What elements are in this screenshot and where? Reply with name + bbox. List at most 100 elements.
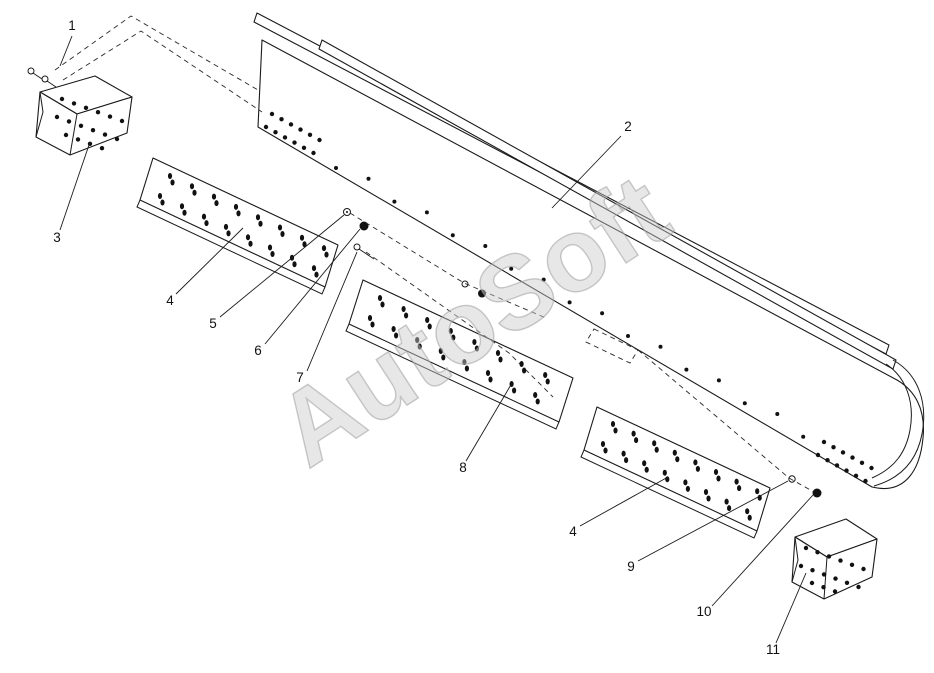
slot-hole bbox=[236, 210, 241, 217]
bolt-hole bbox=[798, 563, 804, 569]
slot-hole bbox=[600, 441, 606, 447]
slot-hole bbox=[675, 456, 680, 463]
part-label-2: 2 bbox=[624, 119, 632, 134]
slot-hole bbox=[160, 199, 165, 206]
bolt-head-icon bbox=[353, 243, 361, 251]
slot-hole bbox=[652, 440, 657, 447]
slot-hole bbox=[644, 466, 649, 473]
slot-hole bbox=[610, 421, 616, 427]
slot-hole bbox=[211, 193, 217, 200]
cutting-edge-left bbox=[136, 157, 339, 295]
bolt-hole bbox=[54, 114, 60, 120]
bolt-hole bbox=[317, 137, 322, 143]
slot-hole bbox=[734, 478, 739, 485]
leader-line-7 bbox=[306, 251, 358, 372]
slot-hole bbox=[380, 301, 385, 308]
bolt-hole bbox=[826, 554, 832, 559]
slot-hole bbox=[472, 339, 477, 345]
cutting-edge-center-thickness bbox=[345, 323, 560, 430]
bolt-hole bbox=[114, 136, 120, 142]
slot-hole bbox=[248, 240, 253, 247]
end-bit-right bbox=[791, 518, 878, 600]
washer-icon bbox=[343, 208, 351, 216]
slot-hole bbox=[245, 234, 251, 241]
slot-hole bbox=[299, 234, 305, 241]
slot-hole bbox=[182, 209, 187, 216]
slot-hole bbox=[737, 485, 742, 492]
slot-hole bbox=[519, 361, 524, 367]
washer-icon bbox=[788, 475, 796, 483]
slot-hole bbox=[495, 350, 501, 356]
slot-hole bbox=[270, 251, 275, 257]
cutting-edge-right bbox=[580, 406, 771, 539]
slot-hole bbox=[226, 230, 231, 237]
leader-line-9 bbox=[637, 480, 789, 562]
bolt-hole bbox=[716, 378, 721, 383]
bolt-shank bbox=[46, 80, 57, 88]
part-label-6: 6 bbox=[254, 343, 262, 358]
slot-hole bbox=[522, 367, 527, 374]
assembly-line bbox=[54, 15, 259, 91]
slot-hole bbox=[370, 321, 375, 328]
slot-hole bbox=[448, 328, 453, 334]
slot-hole bbox=[727, 505, 732, 512]
assembly-line bbox=[637, 349, 815, 493]
slot-hole bbox=[685, 485, 691, 492]
bolt-hole bbox=[844, 580, 850, 585]
part-label-4-right: 4 bbox=[569, 524, 577, 539]
slot-hole bbox=[713, 469, 719, 475]
bolt-hole bbox=[424, 210, 429, 215]
slot-hole bbox=[417, 343, 422, 350]
slot-hole bbox=[404, 312, 409, 319]
slot-hole bbox=[642, 460, 647, 467]
slot-hole bbox=[258, 220, 263, 227]
bolt-hole bbox=[600, 311, 605, 316]
slot-hole bbox=[415, 337, 420, 343]
slot-hole bbox=[391, 326, 396, 332]
slot-hole bbox=[324, 251, 329, 258]
bolt-hole bbox=[83, 105, 89, 111]
bolt-hole bbox=[567, 300, 572, 305]
bolt-hole bbox=[119, 118, 125, 124]
slot-hole bbox=[223, 223, 229, 230]
slot-hole bbox=[441, 354, 446, 361]
assembly-hole-box bbox=[585, 328, 639, 364]
part-label-11: 11 bbox=[766, 642, 780, 657]
bolt-hole bbox=[269, 111, 275, 117]
nut-icon bbox=[812, 488, 822, 498]
leader-line-4-left bbox=[175, 227, 244, 295]
bolt-hole bbox=[95, 110, 101, 115]
bolt-hole bbox=[263, 124, 269, 130]
slot-hole bbox=[189, 183, 195, 190]
part-label-8: 8 bbox=[459, 460, 467, 475]
slot-hole bbox=[204, 220, 209, 227]
bolt-hole bbox=[107, 114, 113, 119]
moldboard-blade bbox=[253, 12, 925, 489]
bolt-holes-layer bbox=[54, 96, 874, 594]
leader-line-1 bbox=[59, 35, 73, 67]
bolt-hole bbox=[810, 568, 815, 573]
bolt-set-1 bbox=[27, 67, 57, 88]
bolt-hole bbox=[658, 344, 663, 349]
slot-hole bbox=[321, 245, 327, 252]
bolt-hole bbox=[863, 478, 868, 484]
part-label-7: 7 bbox=[296, 370, 304, 385]
slot-hole bbox=[201, 213, 207, 220]
bolt-hole bbox=[821, 572, 827, 577]
slot-hole bbox=[755, 488, 760, 495]
part-label-3: 3 bbox=[53, 230, 61, 245]
slot-hole bbox=[716, 475, 721, 482]
bolt-hole bbox=[392, 199, 397, 204]
hardware-5-washer bbox=[343, 208, 351, 216]
slot-hole bbox=[654, 446, 659, 453]
leader-line-2 bbox=[551, 135, 622, 209]
part-label-1: 1 bbox=[68, 18, 76, 33]
slot-hole bbox=[545, 378, 550, 385]
slot-hole bbox=[233, 203, 239, 210]
slot-hole bbox=[543, 372, 548, 378]
slot-hole bbox=[693, 459, 698, 466]
slot-hole bbox=[613, 427, 618, 434]
bolt-hole bbox=[742, 401, 747, 406]
bolt-hole bbox=[282, 135, 288, 140]
